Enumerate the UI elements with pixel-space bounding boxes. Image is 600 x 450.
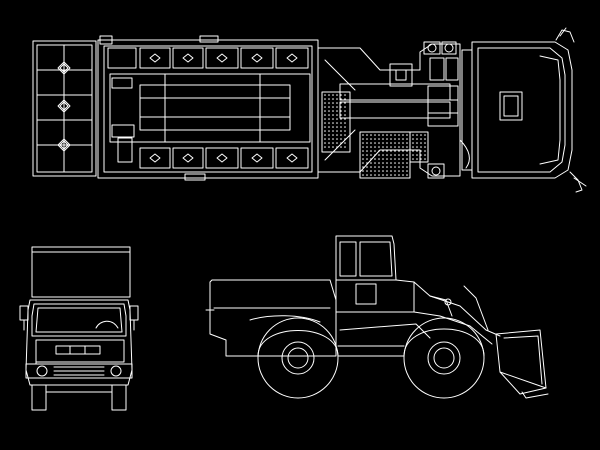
crate-emblem-1 [57, 61, 71, 75]
truck-bed [97, 35, 319, 181]
crate-emblem-2 [57, 99, 71, 113]
front-cab [19, 299, 139, 386]
loader-cab [335, 235, 415, 313]
crate-emblem-3 [57, 138, 71, 152]
loader-rear-body [205, 279, 337, 357]
loader-rear-wheel [257, 317, 339, 399]
rear-crate [32, 40, 97, 177]
truck-front-view [19, 246, 139, 411]
wheel-loader-side-view [205, 235, 549, 399]
front-wheels [31, 384, 127, 411]
cargo-box [31, 246, 131, 298]
loader-front-wheel [403, 317, 485, 399]
grating-patch-1 [321, 91, 351, 153]
grating-patch-2 [359, 131, 411, 179]
loader-bucket [495, 329, 549, 399]
loader-arm [339, 281, 501, 345]
chassis-frame [317, 41, 470, 179]
truck-top-view [32, 27, 587, 193]
cab-top [461, 27, 587, 193]
grating-patch-3 [409, 131, 429, 163]
loader-frame [337, 345, 405, 357]
